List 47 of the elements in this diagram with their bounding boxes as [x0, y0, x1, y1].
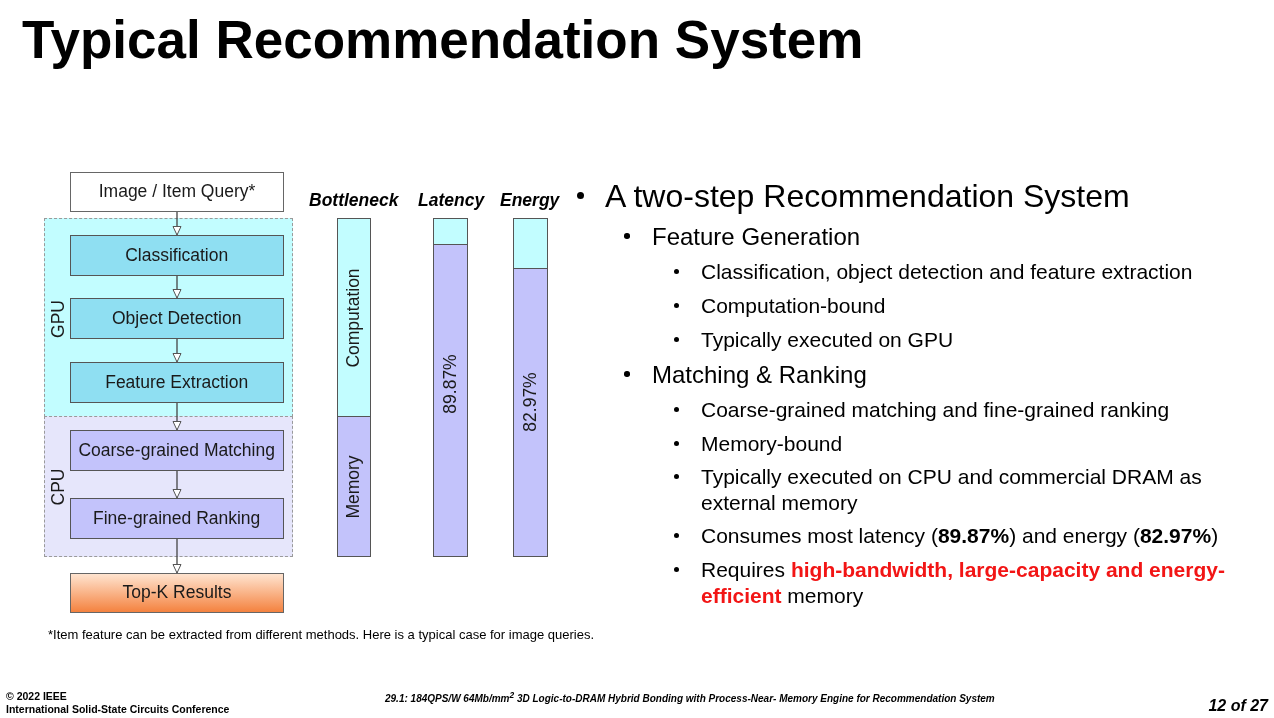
arrow — [172, 538, 182, 574]
bar-segment — [513, 218, 548, 269]
arrow — [172, 338, 182, 363]
bar-segment — [433, 218, 468, 245]
conference-name: International Solid-State Circuits Conference — [6, 702, 230, 716]
bar-segment — [513, 268, 548, 557]
input-box: Image / Item Query* — [70, 172, 284, 212]
slide-title: Typical Recommendation System — [22, 9, 864, 71]
group-label: GPU — [49, 299, 68, 338]
dashed-group-region — [44, 416, 293, 557]
bullet-text: Memory-bound — [701, 431, 844, 457]
bullet-text: Feature Generation — [652, 223, 861, 251]
bullet-text: Coarse-grained matching and fine-grained ranking — [701, 397, 1171, 423]
arrow — [172, 470, 182, 499]
arrow — [172, 211, 182, 236]
output-box: Top-K Results — [70, 573, 284, 613]
bullet-text: Matching & Ranking — [652, 361, 867, 389]
footnote: *Item feature can be extracted from different methods. Here is a typical case for image queries. — [48, 627, 595, 643]
process-box: Object Detection — [69, 297, 284, 339]
arrow — [172, 402, 182, 431]
bar-segment-label: Memory — [345, 454, 363, 519]
bar-segment — [433, 244, 468, 557]
bullet-text: Requires high-bandwidth, large-capacity and energy-efficient memory — [701, 557, 1226, 609]
bar-segment-label: 82.97% — [521, 371, 540, 432]
column-heading: Latency — [418, 189, 485, 211]
bullet-text: Computation-bound — [701, 293, 887, 319]
bar-segment-label: 89.87% — [441, 353, 460, 414]
process-box: Classification — [69, 234, 284, 276]
bullet-text: Typically executed on CPU and commercial DRAM as external memory — [701, 464, 1203, 516]
bullet-text: A two-step Recommendation System — [605, 177, 1130, 215]
paper-title: 29.1: 184QPS/W 64Mb/mm$^{2}$ 3D Logic-to-DRAM Hybrid Bonding with Process-Near- Memory Engine for Recommendation System — [385, 688, 995, 705]
column-heading: Bottleneck — [309, 189, 399, 211]
bar-segment — [337, 218, 371, 417]
arrow — [172, 275, 182, 299]
process-box: Coarse-grained Matching — [69, 429, 284, 471]
bullet-text: Typically executed on GPU — [701, 327, 955, 353]
copyright-notice: © 2022 IEEE — [6, 689, 67, 703]
bar-segment-label: Computation — [345, 267, 363, 368]
dashed-group-region — [44, 218, 293, 417]
bullet-text: Consumes most latency (89.87%) and energy (82.97%) — [701, 523, 1220, 549]
process-box: Feature Extraction — [69, 361, 284, 403]
bar-segment — [337, 416, 371, 557]
page-number: 12 of 27 — [1208, 695, 1268, 715]
group-label: CPU — [49, 468, 68, 506]
process-box: Fine-grained Ranking — [69, 497, 284, 539]
column-heading: Energy — [500, 189, 560, 211]
bullet-text: Classification, object detection and feature extraction — [701, 259, 1194, 285]
